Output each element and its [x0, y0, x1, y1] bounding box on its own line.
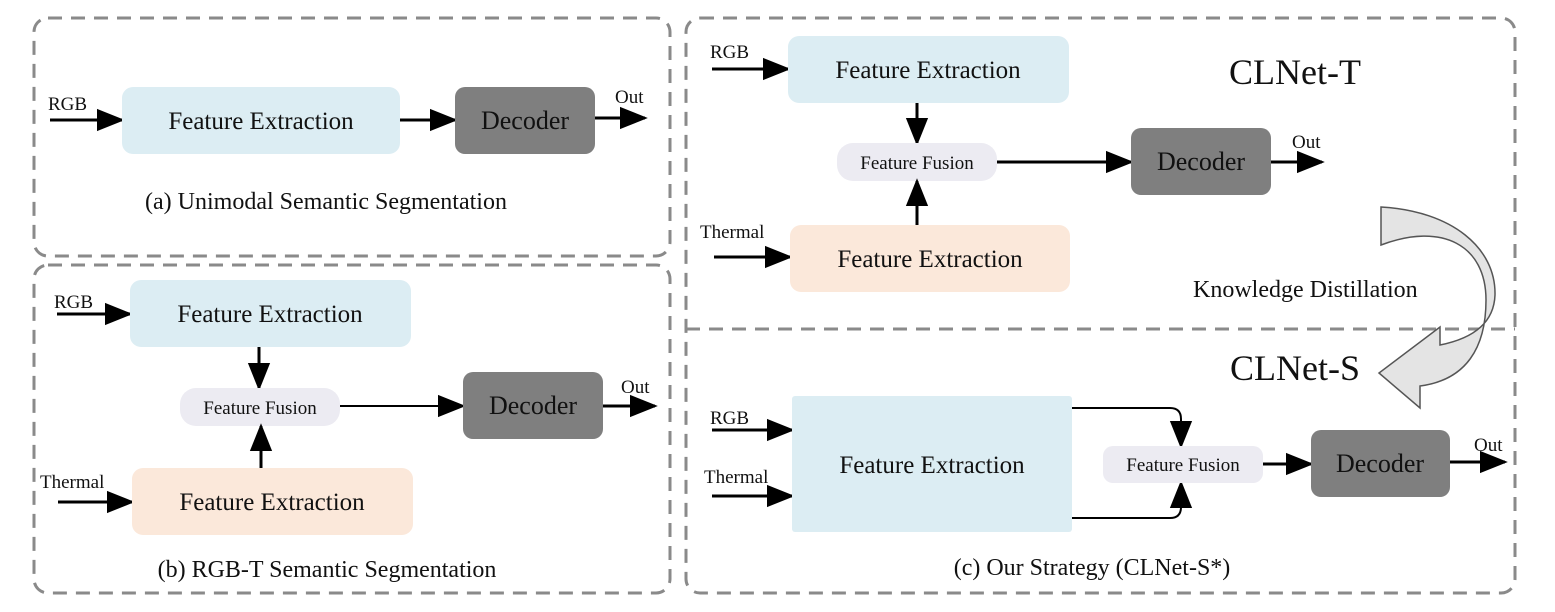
- panel-b-caption: (b) RGB-T Semantic Segmentation: [158, 557, 497, 583]
- teacher-network: RGB Feature Extraction Feature Fusion Th…: [700, 36, 1361, 292]
- student-bottom-branch-arrow: [1072, 480, 1193, 519]
- student-feature-fusion-label: Feature Fusion: [1126, 455, 1240, 476]
- student-decoder-box: [1311, 430, 1450, 497]
- teacher-feature-fusion-label: Feature Fusion: [860, 153, 974, 174]
- panel-b-decoder-box: [463, 372, 603, 439]
- teacher-out-label: Out: [1292, 132, 1321, 153]
- panel-b-thermal-label: Thermal: [40, 472, 104, 493]
- panel-a-border: [32, 16, 672, 258]
- panel-a-rgb-label: RGB: [48, 94, 87, 115]
- knowledge-distillation-arrow: Knowledge Distillation: [1193, 206, 1496, 410]
- panel-a-decoder-box: [455, 87, 595, 154]
- panel-c-border: [684, 16, 1517, 595]
- teacher-rgb-label: RGB: [710, 42, 749, 63]
- panel-b-feature-extraction-rgb-box: [130, 280, 411, 347]
- kd-curved-arrow-shape: [1377, 206, 1496, 410]
- student-decoder-label: Decoder: [1336, 449, 1424, 478]
- teacher-feature-extraction-rgb-label: Feature Extraction: [835, 57, 1021, 84]
- panel-b-feature-fusion-box: [180, 388, 340, 426]
- panel-b-feature-extraction-rgb-label: Feature Extraction: [177, 301, 363, 328]
- panel-a-decoder-label: Decoder: [481, 106, 569, 135]
- teacher-decoder-box: [1131, 128, 1271, 195]
- panel-b-feature-fusion-label: Feature Fusion: [203, 398, 317, 419]
- teacher-feature-fusion-box: [837, 143, 997, 181]
- panel-b-border: [32, 263, 672, 595]
- panel-a-unimodal: RGB Feature Extraction Decoder Out (a) U…: [32, 16, 672, 258]
- panel-b-feature-extraction-thermal-label: Feature Extraction: [179, 489, 365, 516]
- teacher-decoder-label: Decoder: [1157, 147, 1245, 176]
- panel-a-caption: (a) Unimodal Semantic Segmentation: [145, 189, 507, 215]
- student-feature-extraction-label: Feature Extraction: [839, 452, 1025, 479]
- panel-b-feature-extraction-thermal-box: [132, 468, 413, 535]
- panel-b-out-label: Out: [621, 377, 650, 398]
- panel-a-feature-extraction-label: Feature Extraction: [168, 108, 354, 135]
- student-top-branch-arrow: [1072, 407, 1193, 449]
- panel-c-strategy: RGB Feature Extraction Feature Fusion Th…: [684, 16, 1517, 595]
- knowledge-distillation-label: Knowledge Distillation: [1193, 277, 1418, 303]
- teacher-feature-extraction-rgb-box: [788, 36, 1069, 103]
- panel-c-caption: (c) Our Strategy (CLNet-S*): [954, 555, 1231, 581]
- panel-b-rgbt: RGB Feature Extraction Feature Fusion Th…: [32, 263, 672, 595]
- panel-b-rgb-label: RGB: [54, 292, 93, 313]
- student-title: CLNet-S: [1230, 348, 1360, 388]
- teacher-title: CLNet-T: [1229, 52, 1361, 92]
- student-feature-fusion-box: [1103, 446, 1263, 483]
- student-out-label: Out: [1474, 435, 1503, 456]
- teacher-feature-extraction-thermal-box: [790, 225, 1070, 292]
- student-feature-extraction-box: [792, 396, 1072, 532]
- student-thermal-label: Thermal: [704, 467, 768, 488]
- panel-a-feature-extraction-box: [122, 87, 400, 154]
- student-rgb-label: RGB: [710, 408, 749, 429]
- teacher-thermal-label: Thermal: [700, 222, 764, 243]
- panel-b-decoder-label: Decoder: [489, 391, 577, 420]
- student-network: CLNet-S RGB Thermal Feature Extraction F…: [704, 348, 1508, 581]
- teacher-feature-extraction-thermal-label: Feature Extraction: [837, 246, 1023, 273]
- panel-a-out-label: Out: [615, 87, 644, 108]
